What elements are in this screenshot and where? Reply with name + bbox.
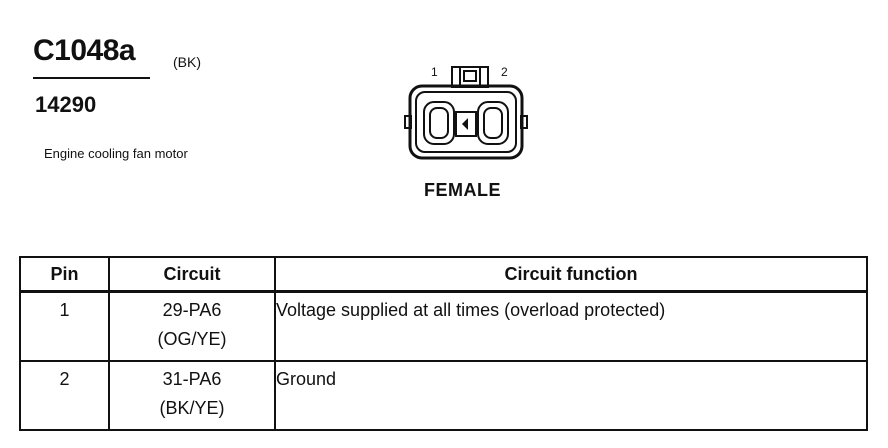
- header-circuit: Circuit: [108, 256, 276, 293]
- connector-id: C1048a: [33, 34, 136, 67]
- table-row: 2 31-PA6 (BK/YE) Ground: [19, 360, 868, 431]
- side-clips: [404, 115, 528, 129]
- table-row: 1 29-PA6 (OG/YE) Voltage supplied at all…: [19, 290, 868, 362]
- connector-description: Engine cooling fan motor: [44, 146, 188, 161]
- cell-circuit-function: Voltage supplied at all times (overload …: [274, 290, 868, 362]
- circuit-number: 29-PA6: [162, 300, 222, 320]
- header-circuit-function: Circuit function: [274, 256, 868, 293]
- circuit-number: 31-PA6: [162, 369, 222, 389]
- connector-face-diagram: 1 2: [404, 65, 528, 160]
- pin-2-label: 2: [501, 65, 508, 79]
- cell-circuit: 29-PA6 (OG/YE): [108, 290, 276, 362]
- header-divider: [33, 77, 150, 79]
- table-header-row: Pin Circuit Circuit function: [19, 256, 868, 293]
- cell-circuit-function: Ground: [274, 360, 868, 431]
- terminal-cavities: [423, 101, 509, 145]
- connector-view-label: FEMALE: [424, 180, 501, 200]
- cell-circuit: 31-PA6 (BK/YE): [108, 360, 276, 431]
- part-number: 14290: [35, 92, 97, 117]
- connector-color-code: (BK): [173, 54, 201, 70]
- header-pin: Pin: [19, 256, 110, 293]
- wire-color: (BK/YE): [159, 398, 225, 418]
- cell-pin: 1: [19, 290, 110, 362]
- latch-tab: [451, 66, 489, 88]
- pin-1-label: 1: [431, 65, 438, 79]
- center-key: [455, 111, 477, 137]
- cell-pin: 2: [19, 360, 110, 431]
- pin-table: Pin Circuit Circuit function 1 29-PA6 (O…: [19, 256, 868, 431]
- wire-color: (OG/YE): [157, 329, 227, 349]
